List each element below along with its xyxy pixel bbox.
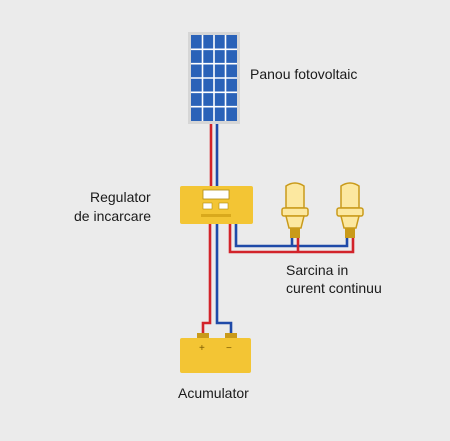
panel-label: Panou fotovoltaic bbox=[250, 66, 358, 82]
bulb-2-tip bbox=[345, 228, 355, 238]
wire-battery-red bbox=[201, 224, 212, 338]
battery-terminal-plus bbox=[197, 333, 209, 339]
charge-regulator-icon bbox=[180, 186, 253, 224]
load-label-line2: curent continuu bbox=[286, 280, 382, 296]
wire-battery-blue bbox=[215, 224, 233, 338]
regulator-display bbox=[202, 189, 230, 200]
bulb-icon bbox=[336, 182, 364, 238]
bulb-1-collar bbox=[281, 207, 309, 217]
battery-minus-sign: − bbox=[226, 343, 232, 354]
battery-icon: + − bbox=[180, 333, 251, 373]
regulator-label-line1: Regulator bbox=[90, 189, 151, 205]
regulator-indicator-left bbox=[202, 202, 213, 210]
bulb-1-tip bbox=[290, 228, 300, 238]
battery-plus-sign: + bbox=[199, 343, 205, 354]
panel-grid bbox=[191, 35, 237, 121]
battery-terminal-minus bbox=[225, 333, 237, 339]
regulator-label-line2: de incarcare bbox=[74, 208, 152, 224]
wires bbox=[201, 122, 355, 338]
bulb-1-glass bbox=[285, 182, 305, 209]
wire-load-red bbox=[228, 224, 355, 254]
bulb-icon bbox=[281, 182, 309, 238]
bulb-2-collar bbox=[336, 207, 364, 217]
battery-label: Acumulator bbox=[178, 385, 249, 401]
bulb-1-base bbox=[285, 215, 305, 229]
solar-panel-icon bbox=[188, 32, 240, 124]
bulb-2-glass bbox=[340, 182, 360, 209]
bulb-2-base bbox=[340, 215, 360, 229]
regulator-terminal-strip bbox=[201, 214, 231, 217]
regulator-indicator-right bbox=[218, 202, 229, 210]
regulator-body bbox=[180, 186, 253, 224]
load-label-line1: Sarcina in bbox=[286, 262, 349, 278]
battery-body bbox=[180, 338, 251, 373]
